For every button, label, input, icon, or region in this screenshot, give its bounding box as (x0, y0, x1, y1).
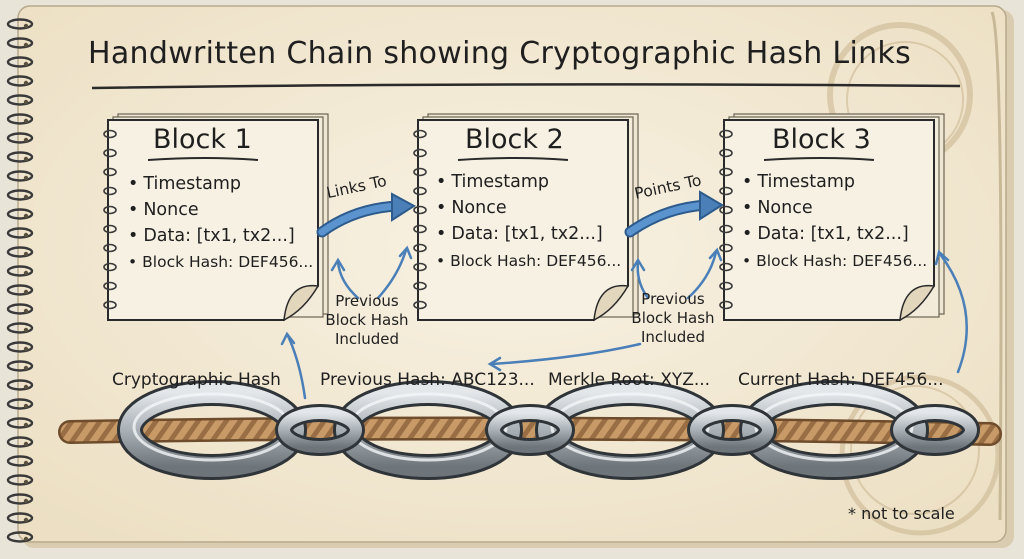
block-2-hash: Block Hash: DEF456... (436, 252, 621, 270)
note-1-line-2: Block Hash (325, 311, 409, 329)
block-1-nonce: Nonce (128, 200, 198, 220)
block-2-title: Block 2 (465, 124, 564, 155)
previous-hash-label: Previous Hash: ABC123... (320, 370, 535, 390)
current-hash-label: Current Hash: DEF456... (738, 370, 944, 390)
note-2-line-1: Previous (641, 290, 705, 308)
previous-block-hash-note-2: Previous Block Hash Included (626, 290, 720, 347)
block-1-title: Block 1 (153, 124, 252, 155)
block-1-timestamp: Timestamp (128, 174, 241, 194)
block-2-timestamp: Timestamp (436, 172, 549, 192)
block-card-2 (413, 113, 639, 322)
block-3-timestamp: Timestamp (742, 172, 855, 192)
note-2-line-2: Block Hash (631, 309, 715, 327)
merkle-root-label: Merkle Root: XYZ... (548, 370, 711, 390)
block-3-data: Data: [tx1, tx2...] (742, 224, 908, 244)
links-to-arrow (316, 192, 416, 238)
block-2-nonce: Nonce (436, 198, 506, 218)
block-3-hash: Block Hash: DEF456... (742, 252, 927, 270)
note-1-line-3: Included (334, 330, 400, 348)
block-2-data: Data: [tx1, tx2...] (436, 224, 602, 244)
points-to-arrow (624, 190, 724, 238)
footnote: * not to scale (848, 504, 955, 523)
note-1-line-1: Previous (335, 292, 399, 310)
chain (58, 380, 1002, 480)
block-card-3 (719, 113, 945, 322)
spiral-binding (6, 18, 34, 543)
title-underline (91, 83, 961, 90)
block-3-title: Block 3 (772, 124, 871, 155)
page-title: Handwritten Chain showing Cryptographic … (88, 36, 911, 71)
note-2-line-3: Included (640, 328, 706, 346)
block-1-data: Data: [tx1, tx2...] (128, 226, 294, 246)
block-cards (103, 113, 945, 322)
block-1-hash: Block Hash: DEF456... (128, 253, 313, 271)
cryptographic-hash-label: Cryptographic Hash (112, 370, 281, 390)
pointer-arrows (280, 245, 968, 400)
previous-block-hash-note-1: Previous Block Hash Included (320, 292, 414, 349)
block-3-nonce: Nonce (742, 198, 812, 218)
